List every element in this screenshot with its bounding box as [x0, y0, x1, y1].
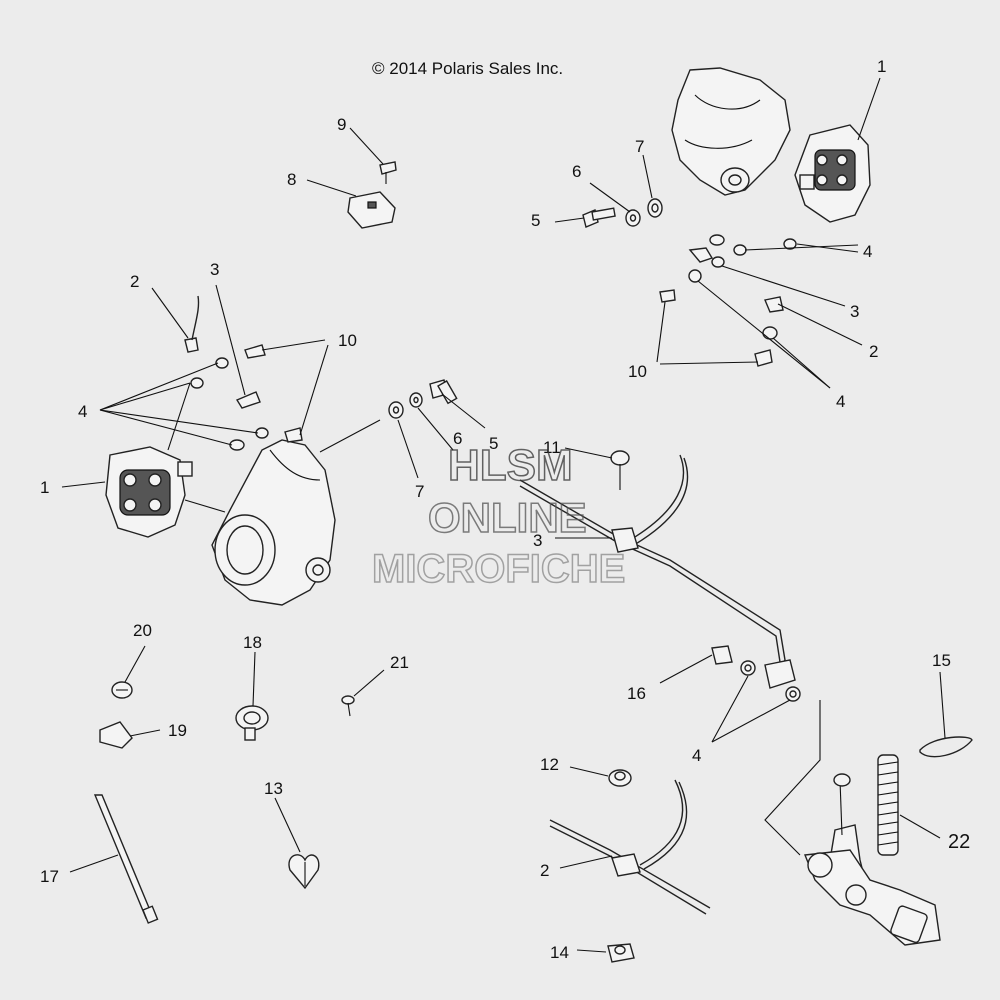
callout-5-mid: 5 [489, 434, 498, 453]
screw-20 [111, 681, 133, 699]
band-15 [919, 736, 973, 758]
screw-21 [341, 695, 355, 717]
callout-15: 15 [932, 651, 951, 670]
callout-6-mid: 6 [453, 429, 462, 448]
callout-4-lower: 4 [692, 746, 701, 765]
brake-caliper-left [105, 446, 193, 538]
clip-8 [347, 191, 396, 229]
callout-1-left: 1 [40, 478, 49, 497]
rod-17 [93, 794, 159, 924]
washer-6-top [625, 209, 641, 227]
spring-22 [877, 754, 899, 856]
brake-line-2 [549, 779, 711, 915]
callout-12: 12 [540, 755, 559, 774]
brake-line-3 [519, 454, 796, 689]
callout-21: 21 [390, 653, 409, 672]
callout-9: 9 [337, 115, 346, 134]
clamp-18 [235, 705, 269, 741]
callout-10-right: 10 [628, 362, 647, 381]
callout-13: 13 [264, 779, 283, 798]
rear-knuckle-left [211, 439, 336, 606]
callout-18: 18 [243, 633, 262, 652]
callout-20: 20 [133, 621, 152, 640]
callout-22: 22 [948, 831, 970, 853]
fitting-cluster-left [184, 295, 303, 451]
callout-14: 14 [550, 943, 569, 962]
screw-11 [610, 450, 630, 490]
callout-17: 17 [40, 867, 59, 886]
callout-8: 8 [287, 170, 296, 189]
callout-2-left: 2 [130, 272, 139, 291]
callout-3-mid: 3 [533, 531, 542, 550]
callout-1-top: 1 [877, 57, 886, 76]
clip-19 [99, 721, 133, 749]
washer-6-mid [409, 392, 423, 408]
callout-19: 19 [168, 721, 187, 740]
watermark-line-3: MICROFICHE [372, 547, 625, 591]
master-cylinder [804, 773, 941, 946]
watermark-line-1: HLSM [448, 441, 573, 490]
callout-3-right: 3 [850, 302, 859, 321]
fitting-16 [711, 645, 801, 702]
fitting-cluster-right [659, 234, 797, 367]
callout-6-top: 6 [572, 162, 581, 181]
screw-9 [379, 161, 397, 184]
callout-10-left: 10 [338, 331, 357, 350]
callout-7-top: 7 [635, 137, 644, 156]
callout-2-bottom: 2 [540, 861, 549, 880]
washer-7-mid [388, 401, 404, 419]
copyright-text: © 2014 Polaris Sales Inc. [372, 59, 563, 78]
callout-5-top: 5 [531, 211, 540, 230]
callout-11: 11 [543, 438, 561, 457]
callout-16: 16 [627, 684, 646, 703]
callout-4-right-bottom: 4 [836, 392, 845, 411]
watermark: HLSM ONLINE MICROFICHE [371, 440, 626, 592]
callout-2-right: 2 [869, 342, 878, 361]
callout-4-right-top: 4 [863, 242, 872, 261]
washer-7-top [647, 198, 663, 218]
bolt-5-top [582, 207, 616, 228]
bolt-5-mid [429, 379, 458, 405]
callout-4-left: 4 [78, 402, 87, 421]
callout-7-mid: 7 [415, 482, 424, 501]
grommet-14 [607, 943, 635, 963]
push-clip-13 [288, 854, 320, 890]
callout-3-left: 3 [210, 260, 219, 279]
grommet-12 [608, 769, 632, 787]
watermark-line-2: ONLINE [428, 494, 587, 541]
brake-caliper-right [794, 124, 871, 223]
rear-knuckle-right [671, 67, 791, 196]
